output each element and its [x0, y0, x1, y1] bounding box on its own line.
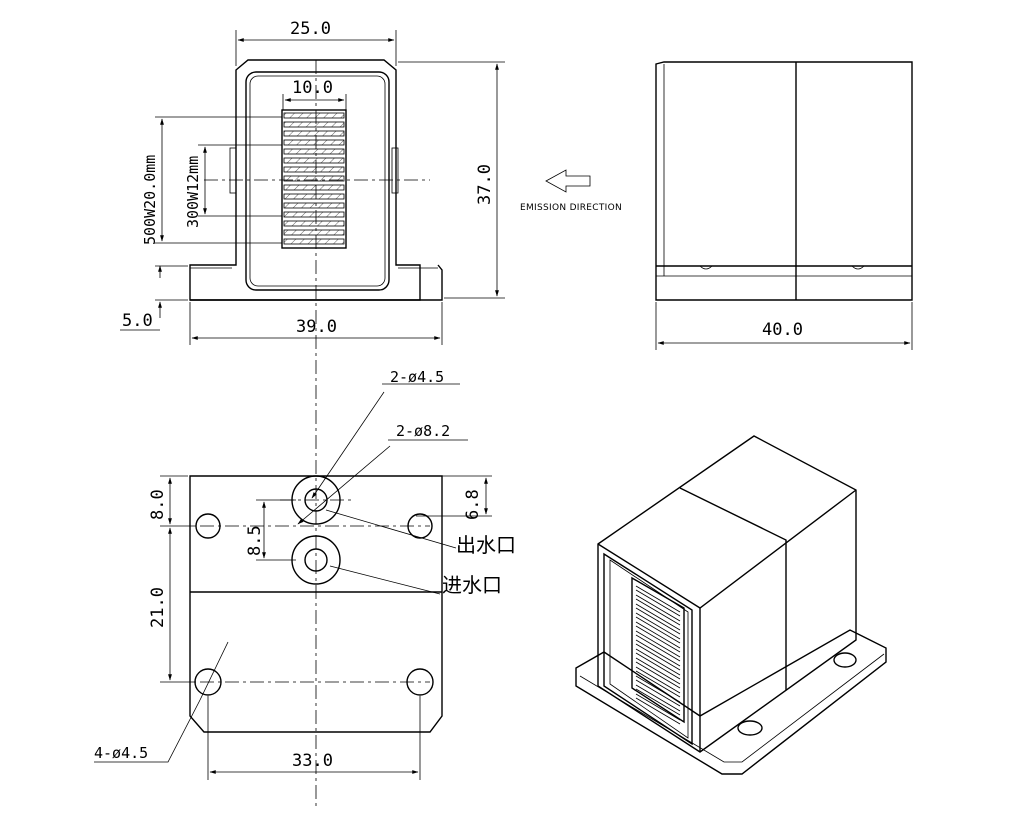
- iso-laser-bar: [635, 594, 681, 622]
- iso-laser-bar-edge: [635, 607, 681, 635]
- iso-laser-bar: [635, 603, 681, 631]
- side-view: EMISSION DIRECTION 40.0: [520, 61, 913, 350]
- emission-direction-label: EMISSION DIRECTION: [520, 203, 622, 213]
- dim-port-spacing: 6.8: [463, 489, 483, 520]
- iso-laser-bar: [635, 639, 681, 667]
- dim-bar-span-inner: 300W12mm: [184, 156, 202, 228]
- iso-laser-bar: [635, 585, 681, 613]
- dim-base-height: 5.0: [122, 311, 153, 331]
- label-water-outlet: 出水口: [456, 533, 516, 557]
- iso-laser-bar: [635, 666, 681, 694]
- dim-height: 37.0: [475, 164, 495, 205]
- dim-base-width: 39.0: [296, 317, 337, 337]
- iso-laser-bar: [635, 684, 681, 712]
- iso-laser-bar-edge: [635, 598, 681, 626]
- iso-laser-bar: [635, 612, 681, 640]
- laser-bar: [283, 148, 345, 155]
- laser-bar: [283, 139, 345, 146]
- iso-laser-bar-edge: [635, 625, 681, 653]
- laser-bar: [283, 130, 345, 137]
- dim-window-width: 10.0: [292, 78, 333, 98]
- dim-length: 40.0: [762, 320, 803, 340]
- laser-bar: [283, 211, 345, 218]
- isometric-view: [575, 435, 887, 775]
- iso-laser-bar: [635, 693, 681, 721]
- laser-bar: [283, 202, 345, 209]
- label-water-inlet: 进水口: [442, 573, 502, 597]
- laser-bar: [283, 229, 345, 236]
- front-view: 25.0 10.0 37.0 500W20.0mm 300W12mm 5.0 3: [120, 19, 505, 810]
- laser-bar-stack: [281, 109, 347, 249]
- label-small-holes: 2-ø4.5: [390, 368, 444, 386]
- iso-laser-bar-edge: [635, 688, 681, 716]
- iso-laser-bar: [635, 648, 681, 676]
- iso-laser-bar: [635, 657, 681, 685]
- dim-hole-spacing-vertical: 21.0: [148, 587, 168, 628]
- iso-laser-bar: [635, 675, 681, 703]
- iso-laser-bar-edge: [635, 697, 681, 725]
- iso-laser-bar-edge: [635, 634, 681, 662]
- laser-bar: [283, 184, 345, 191]
- dim-hole-spacing-horizontal: 33.0: [292, 751, 333, 771]
- emission-arrow-icon: [545, 169, 591, 193]
- laser-bar: [283, 121, 345, 128]
- iso-laser-bar-edge: [635, 679, 681, 707]
- laser-bar: [283, 175, 345, 182]
- label-mount-holes: 4-ø4.5: [94, 744, 148, 762]
- bottom-view: 2-ø4.5 2-ø8.2 出水口 进水口 6.8 8.5 8.0 21.0 4…: [94, 368, 516, 780]
- laser-bar: [283, 238, 345, 245]
- iso-laser-bar: [635, 621, 681, 649]
- dim-edge-offset: 8.0: [148, 489, 168, 520]
- iso-laser-bar-edge: [635, 643, 681, 671]
- laser-bar: [283, 193, 345, 200]
- iso-laser-bar-edge: [635, 652, 681, 680]
- iso-laser-bar-edge: [635, 616, 681, 644]
- iso-laser-bar: [635, 630, 681, 658]
- laser-bar: [283, 157, 345, 164]
- laser-bar: [283, 112, 345, 119]
- iso-laser-bar-edge: [635, 589, 681, 617]
- label-large-holes: 2-ø8.2: [396, 422, 450, 440]
- laser-bar: [283, 166, 345, 173]
- dim-port-offset: 8.5: [245, 525, 265, 556]
- dim-width-top: 25.0: [290, 19, 331, 39]
- dim-bar-span-outer: 500W20.0mm: [141, 155, 159, 245]
- iso-laser-bar-edge: [635, 661, 681, 689]
- laser-bar: [283, 220, 345, 227]
- iso-laser-bar-edge: [635, 670, 681, 698]
